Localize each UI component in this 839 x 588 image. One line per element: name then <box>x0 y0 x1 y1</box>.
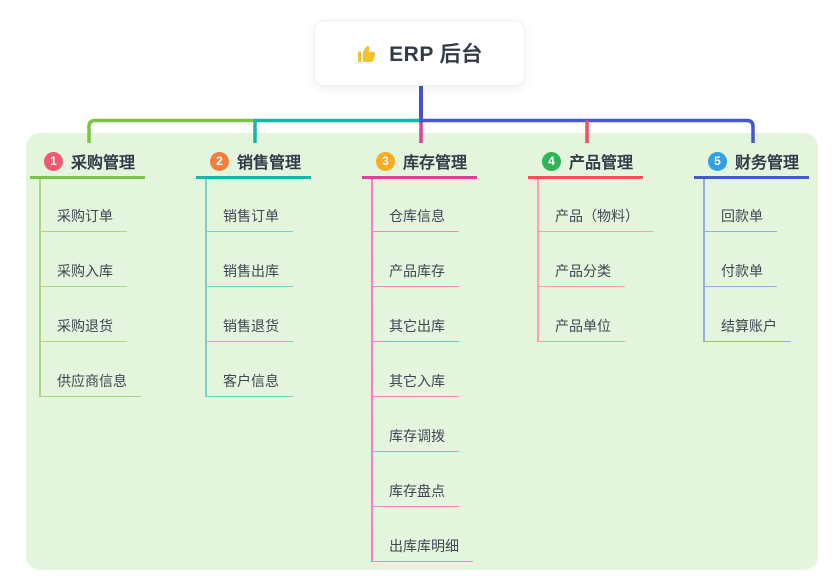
branch-title-label: 库存管理 <box>403 155 468 172</box>
child-node[interactable]: 仓库信息 <box>371 200 459 232</box>
branch-number-badge: 1 <box>44 151 63 171</box>
child-node[interactable]: 产品分类 <box>537 255 625 287</box>
child-node[interactable]: 采购入库 <box>39 255 127 287</box>
child-node[interactable]: 结算账户 <box>703 310 791 342</box>
child-node[interactable]: 采购订单 <box>39 200 127 232</box>
child-node[interactable]: 其它出库 <box>371 310 459 342</box>
branch-number-badge: 5 <box>708 151 727 171</box>
branch-title-label: 采购管理 <box>71 155 136 172</box>
branch-children-connector-line <box>371 179 373 561</box>
branch-4: 4 产品管理产品（物料） 产品分类产品单位 <box>528 146 653 342</box>
branch-2-title-node[interactable]: 2 销售管理 <box>196 146 311 179</box>
child-node[interactable]: 销售出库 <box>205 255 293 287</box>
child-node[interactable]: 其它入库 <box>371 365 459 397</box>
child-node[interactable]: 付款单 <box>703 255 777 287</box>
child-node[interactable]: 出库库明细 <box>371 530 473 562</box>
thumbs-up-icon <box>358 45 376 62</box>
branch-title-label: 产品管理 <box>569 155 634 172</box>
child-node[interactable]: 库存盘点 <box>371 475 459 507</box>
branch-5-title-node[interactable]: 5 财务管理 <box>694 146 809 179</box>
child-node[interactable]: 销售退货 <box>205 310 293 342</box>
branch-number-badge: 2 <box>210 151 229 171</box>
child-node[interactable]: 销售订单 <box>205 200 293 232</box>
branch-4-title-node[interactable]: 4 产品管理 <box>528 146 643 179</box>
branch-children-connector-line <box>537 179 539 341</box>
child-node[interactable]: 产品库存 <box>371 255 459 287</box>
branch-3: 3 库存管理仓库信息产品库存其它出库其它入库库存调拨库存盘点出库库明细 <box>362 146 480 562</box>
branch-number-badge: 4 <box>542 151 561 171</box>
branch-children-connector-line <box>39 179 41 396</box>
root-node-title: ERP 后台 <box>389 43 483 66</box>
child-node[interactable]: 库存调拨 <box>371 420 459 452</box>
branch-title-label: 财务管理 <box>735 155 800 172</box>
branch-children-connector-line <box>205 179 207 396</box>
branch-5: 5 财务管理回款单付款单结算账户 <box>694 146 812 342</box>
branch-number-badge: 3 <box>376 151 395 171</box>
branch-1-title-node[interactable]: 1 采购管理 <box>30 146 145 179</box>
child-node[interactable]: 供应商信息 <box>39 365 141 397</box>
child-node[interactable]: 回款单 <box>703 200 777 232</box>
child-node[interactable]: 客户信息 <box>205 365 293 397</box>
child-node[interactable]: 产品单位 <box>537 310 625 342</box>
branch-title-label: 销售管理 <box>237 155 302 172</box>
branch-1: 1 采购管理采购订单采购入库采购退货供应商信息 <box>30 146 148 397</box>
root-node-erp[interactable]: ERP 后台 <box>314 20 525 86</box>
branch-2: 2 销售管理销售订单销售出库销售退货客户信息 <box>196 146 314 397</box>
branch-3-title-node[interactable]: 3 库存管理 <box>362 146 477 179</box>
branches-background-panel <box>26 133 818 570</box>
child-node[interactable]: 采购退货 <box>39 310 127 342</box>
child-node[interactable]: 产品（物料） <box>537 200 653 232</box>
branch-children-connector-line <box>703 179 705 341</box>
